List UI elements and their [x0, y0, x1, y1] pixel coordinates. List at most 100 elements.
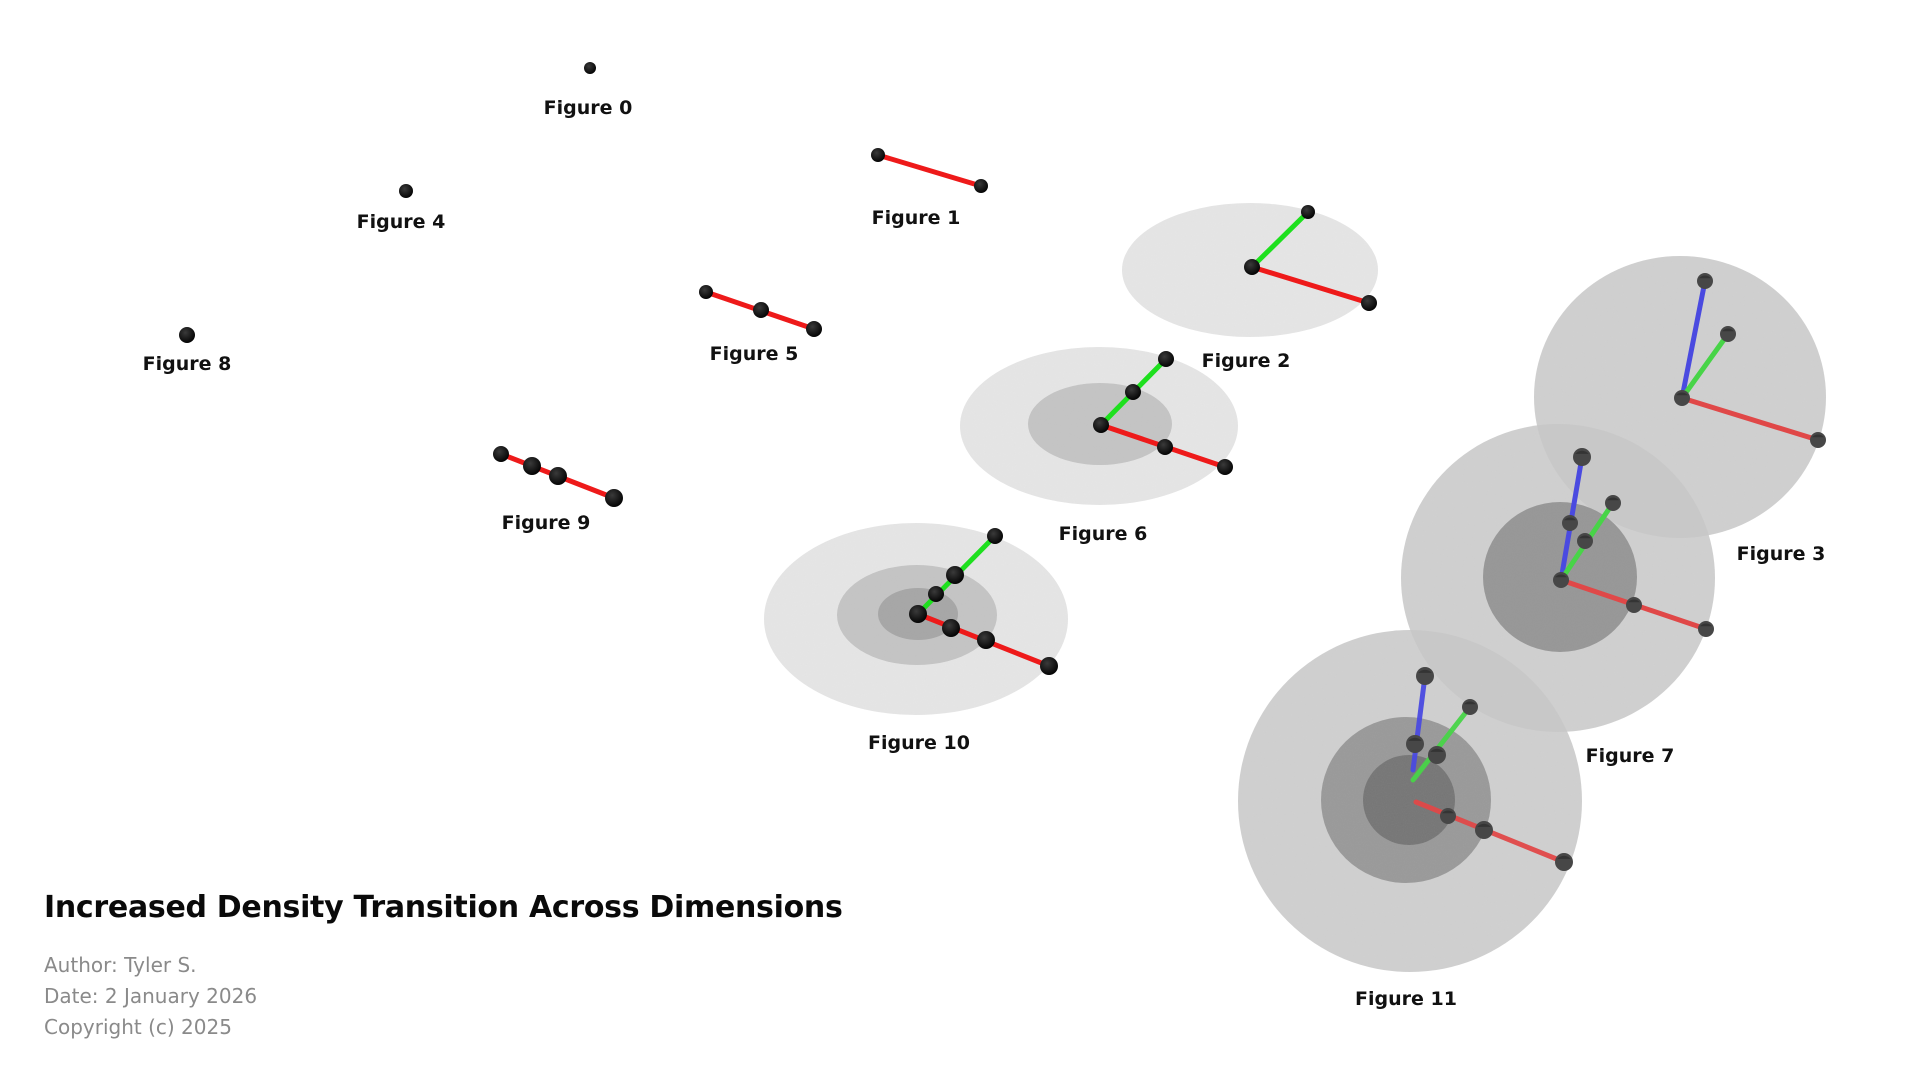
sample-point [1626, 597, 1642, 613]
figure-label: Figure 10 [868, 732, 970, 754]
sample-point [1573, 448, 1591, 466]
sample-point [871, 148, 885, 162]
figure-label: Figure 4 [357, 211, 446, 233]
sample-point [1810, 432, 1826, 448]
sample-point [946, 566, 964, 584]
sample-point [1720, 326, 1736, 342]
sample-point-shade [1575, 450, 1589, 454]
sample-point [179, 327, 195, 343]
axis-y-line [1679, 331, 1731, 401]
sample-point [1406, 735, 1424, 753]
sample-point-shade [1430, 748, 1444, 752]
figure-1: Figure 1 [871, 148, 988, 229]
sample-point [1555, 853, 1573, 871]
figure-label: Figure 8 [143, 353, 232, 375]
figure-11: Figure 11 [1238, 630, 1582, 1010]
sample-point [1562, 515, 1578, 531]
sample-point [584, 62, 596, 74]
figure-0: Figure 0 [544, 62, 633, 119]
sample-point [1462, 699, 1478, 715]
sample-point [1553, 572, 1569, 588]
axis-z-line [1679, 278, 1708, 401]
sample-point [1475, 821, 1493, 839]
sample-point [1674, 390, 1690, 406]
figure-8: Figure 8 [143, 327, 232, 375]
sample-point [1244, 259, 1260, 275]
sample-point [1157, 439, 1173, 455]
date-text: Date: 2 January 2026 [44, 984, 258, 1008]
figure-label: Figure 0 [544, 97, 633, 119]
sample-point-shade [1628, 599, 1640, 603]
sample-point [1301, 205, 1315, 219]
sample-point [1440, 808, 1456, 824]
figure-label: Figure 9 [502, 512, 591, 534]
figure-label: Figure 2 [1202, 350, 1291, 372]
page-title: Increased Density Transition Across Dime… [44, 890, 843, 925]
sample-point [699, 285, 713, 299]
sample-point [1428, 746, 1446, 764]
sample-point-shade [1464, 701, 1476, 705]
author-text: Author: Tyler S. [44, 953, 197, 977]
figure-6: Figure 6 [960, 347, 1238, 545]
sample-point [523, 457, 541, 475]
sample-point [909, 605, 927, 623]
sample-point [399, 184, 413, 198]
sample-point-shade [1408, 737, 1422, 741]
sample-point [1605, 495, 1621, 511]
figure-label: Figure 6 [1059, 523, 1148, 545]
sample-point [1361, 295, 1377, 311]
axis-x-line [1679, 395, 1821, 443]
figure-7: Figure 7 [1401, 424, 1715, 767]
sample-point [1577, 533, 1593, 549]
copyright-text: Copyright (c) 2025 [44, 1015, 232, 1039]
sample-point [753, 302, 769, 318]
figure-9: Figure 9 [493, 446, 623, 534]
sample-point [1698, 621, 1714, 637]
sample-point-shade [1607, 497, 1619, 501]
figure-5: Figure 5 [699, 285, 822, 365]
figure-label: Figure 3 [1737, 543, 1826, 565]
figure-label: Figure 7 [1586, 745, 1675, 767]
sample-point-shade [1477, 823, 1491, 827]
figure-2: Figure 2 [1122, 203, 1378, 372]
sample-point-shade [1579, 535, 1591, 539]
sample-point [1697, 273, 1713, 289]
sample-point-shade [1418, 669, 1432, 673]
figure-label: Figure 5 [710, 343, 799, 365]
sample-point [1040, 657, 1058, 675]
sample-point-shade [1442, 810, 1454, 814]
sample-point-shade [1812, 434, 1824, 438]
figure-4: Figure 4 [357, 184, 446, 233]
axis-x-line [1249, 264, 1372, 306]
axis-y-line [1410, 704, 1473, 783]
axis-z-line [1410, 673, 1428, 773]
sample-point [605, 489, 623, 507]
sample-point [493, 446, 509, 462]
sample-point-shade [1700, 623, 1712, 627]
figure-10: Figure 10 [764, 523, 1068, 754]
sample-point [806, 321, 822, 337]
density-sphere-3 [1363, 755, 1455, 845]
sample-point [942, 619, 960, 637]
sample-point [977, 631, 995, 649]
sample-point [1125, 384, 1141, 400]
axis-y-line [1249, 209, 1311, 270]
sample-point [987, 528, 1003, 544]
sample-point [549, 467, 567, 485]
sample-point [974, 179, 988, 193]
sample-point [1093, 417, 1109, 433]
sample-point-shade [1564, 517, 1576, 521]
sample-point-shade [1555, 574, 1567, 578]
sample-point-shade [1557, 855, 1571, 859]
sample-point [1158, 351, 1174, 367]
sample-point-shade [1699, 275, 1711, 279]
figure-label: Figure 11 [1355, 988, 1457, 1010]
sample-point [1217, 459, 1233, 475]
sample-point [1416, 667, 1434, 685]
axis-x-line [875, 152, 984, 189]
figure-label: Figure 1 [872, 207, 961, 229]
sample-point [928, 586, 944, 602]
sample-point-shade [1722, 328, 1734, 332]
sample-point-shade [1676, 392, 1688, 396]
